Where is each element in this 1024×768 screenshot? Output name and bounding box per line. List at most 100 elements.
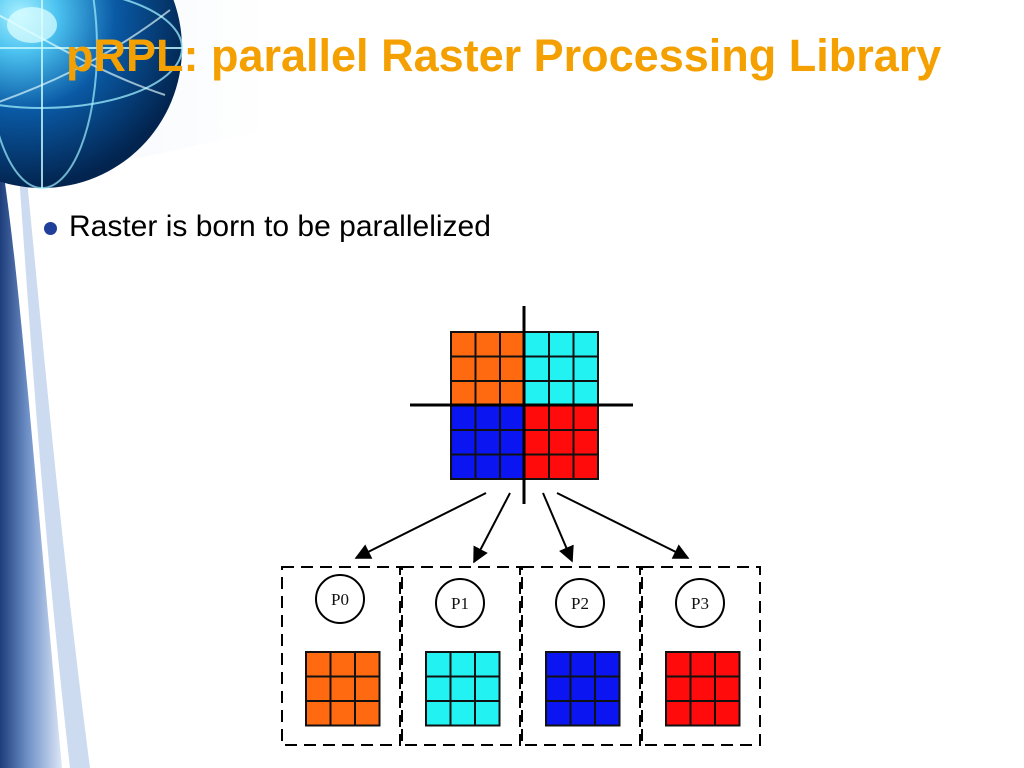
processor-node-icon bbox=[315, 574, 365, 624]
processor-subgrid-cell bbox=[714, 675, 741, 702]
raster-cell-top-right bbox=[572, 380, 599, 407]
raster-cell-bottom-left bbox=[450, 404, 477, 431]
raster-cell-bottom-left bbox=[474, 429, 501, 456]
raster-cell-top-right bbox=[523, 355, 550, 382]
processor-subgrid-cell bbox=[545, 700, 572, 727]
processor-subgrid-cell bbox=[305, 700, 332, 727]
processor-subgrid-cell bbox=[354, 651, 381, 678]
raster-cell-top-right bbox=[548, 331, 575, 358]
processor-label: P0 bbox=[331, 590, 349, 609]
raster-cell-top-left bbox=[450, 380, 477, 407]
processor-dashed-frame bbox=[641, 566, 761, 746]
processor-subgrid-cell bbox=[594, 651, 621, 678]
raster-cell-top-left bbox=[474, 355, 501, 382]
slide-title: pRPL: parallel Raster Processing Library bbox=[66, 30, 942, 81]
raster-cell-bottom-right bbox=[523, 404, 550, 431]
raster-cell-bottom-right bbox=[548, 453, 575, 480]
processor-subgrid-cell bbox=[329, 700, 356, 727]
sidebar-shape bbox=[0, 150, 62, 768]
processor-box-p1: P1 bbox=[401, 566, 521, 746]
raster-cell-bottom-right bbox=[572, 453, 599, 480]
processor-label: P1 bbox=[451, 594, 469, 613]
raster-cell-bottom-left bbox=[450, 453, 477, 480]
processor-subgrid-cell bbox=[569, 700, 596, 727]
raster-cell-top-right bbox=[572, 355, 599, 382]
processor-subgrid-cell bbox=[474, 675, 501, 702]
sidebar-light-band bbox=[18, 160, 90, 768]
processor-subgrid-cell bbox=[474, 651, 501, 678]
processor-subgrid-cell bbox=[714, 700, 741, 727]
raster-cell-top-left bbox=[499, 380, 526, 407]
processor-subgrid-cell bbox=[305, 675, 332, 702]
raster-cell-top-right bbox=[523, 380, 550, 407]
raster-cell-top-right bbox=[572, 331, 599, 358]
raster-cell-top-left bbox=[499, 331, 526, 358]
processor-subgrid-cell bbox=[329, 651, 356, 678]
raster-cell-bottom-left bbox=[474, 404, 501, 431]
raster-cell-top-left bbox=[450, 331, 477, 358]
processor-subgrid-cell bbox=[474, 700, 501, 727]
processor-subgrid-cell bbox=[425, 651, 452, 678]
processor-label: P3 bbox=[691, 594, 709, 613]
raster-cell-bottom-left bbox=[499, 429, 526, 456]
processor-dashed-frame bbox=[281, 566, 401, 746]
processor-subgrid-cell bbox=[569, 675, 596, 702]
raster-cell-bottom-right bbox=[523, 453, 550, 480]
arrow-to-p2 bbox=[542, 492, 574, 563]
processor-subgrid-cell bbox=[594, 675, 621, 702]
arrow-to-p1 bbox=[473, 492, 511, 564]
raster-cell-bottom-left bbox=[474, 453, 501, 480]
processor-subgrid-cell bbox=[354, 700, 381, 727]
raster-cell-bottom-left bbox=[499, 404, 526, 431]
processor-node-icon bbox=[435, 578, 485, 628]
arrow-to-p3 bbox=[556, 492, 690, 559]
raster-cell-bottom-right bbox=[548, 404, 575, 431]
raster-cell-bottom-left bbox=[499, 453, 526, 480]
processor-subgrid-cell bbox=[665, 675, 692, 702]
processor-box-p2: P2 bbox=[521, 566, 641, 746]
processor-dashed-frame bbox=[401, 566, 521, 746]
processor-node-icon bbox=[555, 578, 605, 628]
raster-cell-bottom-right bbox=[572, 404, 599, 431]
processor-subgrid-cell bbox=[449, 700, 476, 727]
globe-icon bbox=[0, 0, 183, 189]
processor-subgrid-cell bbox=[425, 700, 452, 727]
bullet-item: Raster is born to be parallelized bbox=[44, 210, 491, 244]
processor-subgrid-cell bbox=[665, 651, 692, 678]
bullet-text: Raster is born to be parallelized bbox=[69, 210, 491, 243]
processor-subgrid-cell bbox=[545, 675, 572, 702]
raster-cell-top-left bbox=[450, 355, 477, 382]
raster-cell-top-left bbox=[499, 355, 526, 382]
raster-cell-top-right bbox=[548, 355, 575, 382]
processor-subgrid-cell bbox=[329, 675, 356, 702]
processor-subgrid-cell bbox=[689, 700, 716, 727]
raster-cell-top-right bbox=[548, 380, 575, 407]
raster-cell-bottom-right bbox=[572, 429, 599, 456]
bullet-icon bbox=[44, 221, 57, 235]
raster-cell-top-right bbox=[523, 331, 550, 358]
processor-dashed-frame bbox=[521, 566, 641, 746]
processor-node-icon bbox=[675, 578, 725, 628]
raster-cell-bottom-left bbox=[450, 429, 477, 456]
processor-label: P2 bbox=[571, 594, 589, 613]
processor-subgrid-cell bbox=[665, 700, 692, 727]
processor-subgrid-cell bbox=[305, 651, 332, 678]
raster-cell-top-left bbox=[474, 331, 501, 358]
processor-subgrid-cell bbox=[569, 651, 596, 678]
processor-subgrid-cell bbox=[594, 700, 621, 727]
processor-subgrid-cell bbox=[689, 651, 716, 678]
processor-boxes: P0 P1 P2 P3 bbox=[281, 566, 761, 746]
processor-box-p3: P3 bbox=[641, 566, 761, 746]
processor-subgrid-cell bbox=[354, 675, 381, 702]
processor-subgrid-cell bbox=[545, 651, 572, 678]
processor-subgrid-cell bbox=[714, 651, 741, 678]
processor-box-p0: P0 bbox=[281, 566, 401, 746]
processor-subgrid-cell bbox=[425, 675, 452, 702]
raster-cell-top-left bbox=[474, 380, 501, 407]
processor-subgrid-cell bbox=[449, 651, 476, 678]
processor-subgrid-cell bbox=[449, 675, 476, 702]
raster-cell-bottom-right bbox=[548, 429, 575, 456]
